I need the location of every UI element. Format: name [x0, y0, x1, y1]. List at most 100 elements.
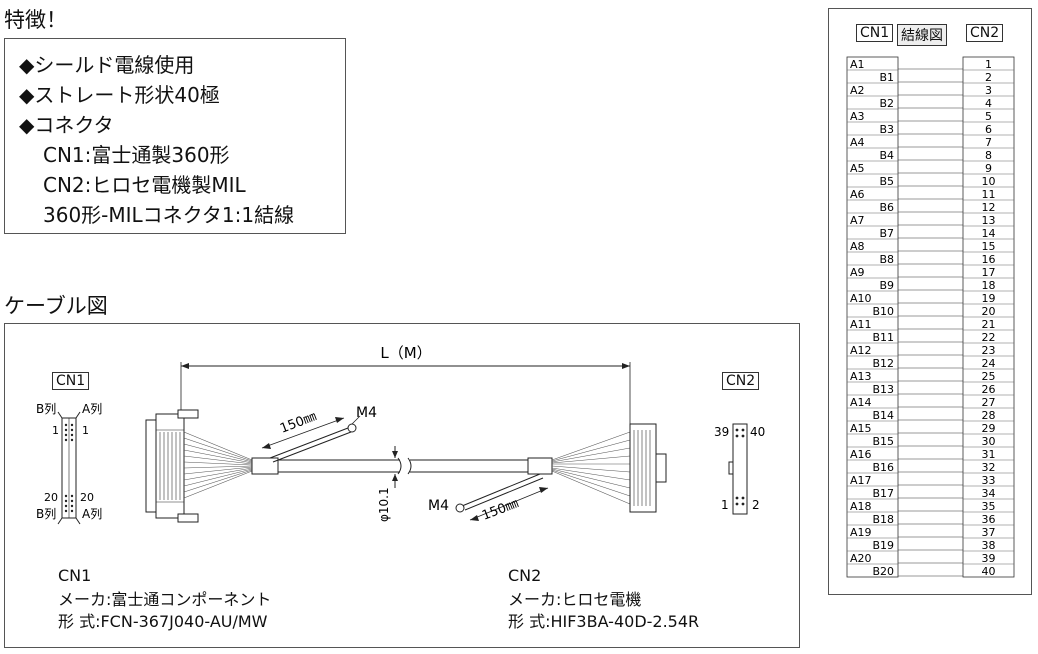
cn2-pin-label: 18 — [982, 279, 996, 292]
cn2-pin-label: 16 — [982, 253, 996, 266]
cn1-b-row-label-bottom: B列 — [36, 507, 56, 521]
length-dimension — [180, 362, 631, 425]
cn2-pin-label: 1 — [721, 498, 729, 512]
cn1-b-row-label-top: B列 — [36, 402, 56, 416]
cn1-pin-label: B11 — [872, 331, 894, 344]
cn2-pin-label: 14 — [982, 227, 996, 240]
cn2-pin-label: 24 — [982, 357, 996, 370]
feature-line: ◆シールド電線使用 — [19, 53, 195, 77]
cn1-pin-label: A11 — [850, 318, 872, 331]
cn2-pin-label: 9 — [985, 162, 992, 175]
cn2-pin-label: 29 — [982, 422, 996, 435]
cn1-pin-label: B20 — [872, 565, 894, 578]
cn1-model: 形 式:FCN-367J040-AU/MW — [58, 612, 268, 631]
feature-line: 360形-MILコネクタ1:1結線 — [43, 203, 295, 227]
cn1-pin-label: B13 — [872, 383, 894, 396]
cn1-pin-label: A3 — [850, 110, 865, 123]
cn2-pin-label: 34 — [982, 487, 996, 500]
cn2-info-title: CN2 — [508, 566, 542, 585]
cn1-wire-fan — [183, 431, 253, 499]
cn1-pin-label: B8 — [879, 253, 894, 266]
feature-line: CN2:ヒロセ電機製MIL — [43, 173, 246, 197]
cn1-a-row-label-top: A列 — [82, 402, 102, 416]
cn1-pin-label: 20 — [80, 491, 94, 504]
cn1-pin-label: A8 — [850, 240, 865, 253]
cn1-pin-label: B10 — [872, 305, 894, 318]
cn2-pin-label: 12 — [982, 201, 996, 214]
cn1-pin-label: B3 — [879, 123, 894, 136]
cn1-pin-label: B7 — [879, 227, 894, 240]
cn2-pin-label: 38 — [982, 539, 996, 552]
cn2-pin-label: 32 — [982, 461, 996, 474]
diameter-marker — [392, 446, 398, 488]
cn2-pin-label: 10 — [982, 175, 996, 188]
wiring-diagram-box — [828, 8, 1032, 595]
cn1-pin-label: A13 — [850, 370, 872, 383]
cn2-pin-label: 6 — [985, 123, 992, 136]
cn1-pin-label: A14 — [850, 396, 872, 409]
cn2-pin-label: 33 — [982, 474, 996, 487]
feature-line: CN1:富士通製360形 — [43, 143, 230, 167]
cn1-pin-label: A9 — [850, 266, 865, 279]
cn2-pin-label: 27 — [982, 396, 996, 409]
cn2-pin-label: 21 — [982, 318, 996, 331]
cn1-pin-label: B5 — [879, 175, 894, 188]
cn2-pin-label: 2 — [752, 498, 760, 512]
cn1-a-row-label-bottom: A列 — [82, 507, 102, 521]
cn2-m4-label: M4 — [428, 498, 449, 514]
cn2-pin-label: 13 — [982, 214, 996, 227]
cn1-maker: メーカ:富士通コンポーネント — [58, 590, 272, 609]
cn2-maker: メーカ:ヒロセ電機 — [508, 590, 642, 609]
wiring-header-cn1: CN1 — [856, 24, 894, 42]
cable-body — [251, 457, 553, 475]
cn1-ground-wire — [261, 415, 361, 463]
cn2-pin-label: 11 — [982, 188, 996, 201]
cn1-pin-label: B15 — [872, 435, 894, 448]
cn2-pin-label: 19 — [982, 292, 996, 305]
feature-line: ◆コネクタ — [19, 113, 114, 137]
cn1-connector — [145, 409, 199, 523]
cn2-pin-label: 2 — [985, 71, 992, 84]
cn1-pin-label: A10 — [850, 292, 872, 305]
cn1-pin-label: A6 — [850, 188, 865, 201]
cn1-pin-label: 1 — [52, 424, 59, 437]
wiring-header-title: 結線図 — [897, 24, 947, 46]
cn1-pin-label: 1 — [82, 424, 89, 437]
cn1-pin-label: B18 — [872, 513, 894, 526]
cn2-pin-label: 20 — [982, 305, 996, 318]
cn2-model: 形 式:HIF3BA-40D-2.54R — [508, 612, 700, 631]
cn2-pin-label: 25 — [982, 370, 996, 383]
wiring-header-cn2: CN2 — [966, 24, 1004, 42]
cn1-pin-label: B12 — [872, 357, 894, 370]
cn2-wire-fan — [551, 431, 631, 505]
cn2-pin-label: 4 — [985, 97, 992, 110]
cn2-pin-label: 8 — [985, 149, 992, 162]
cn2-pin-label: 1 — [985, 58, 992, 71]
cn1-pin-label: A12 — [850, 344, 872, 357]
cn2-pin-label: 39 — [714, 425, 729, 439]
cn1-pin-label: A15 — [850, 422, 872, 435]
cn1-pin-label: A5 — [850, 162, 865, 175]
cn2-pin-label: 23 — [982, 344, 996, 357]
cn1-pin-label: A7 — [850, 214, 865, 227]
cn1-m4-label: M4 — [356, 405, 377, 421]
cn2-pin-label: 31 — [982, 448, 996, 461]
cn2-pin-label: 17 — [982, 266, 996, 279]
cn2-pin-label: 39 — [982, 552, 996, 565]
cn2-pin-label: 30 — [982, 435, 996, 448]
cn2-tag: CN2 — [722, 372, 760, 390]
cn1-pin-label: A20 — [850, 552, 872, 565]
cn1-pin-label: B17 — [872, 487, 894, 500]
features-box: ◆シールド電線使用 ◆ストレート形状40極 ◆コネクタ CN1:富士通製360形… — [4, 38, 346, 234]
cn1-pin-label: 20 — [44, 491, 58, 504]
cn1-pin-label: A17 — [850, 474, 872, 487]
cn1-pin-label: B19 — [872, 539, 894, 552]
diameter-label: φ10.1 — [377, 487, 391, 522]
cable-diagram-box — [4, 323, 800, 648]
cn1-pin-label: A18 — [850, 500, 872, 513]
cn2-pin-label: 5 — [985, 110, 992, 123]
cn1-pin-label: A2 — [850, 84, 865, 97]
cn1-info-title: CN1 — [58, 566, 92, 585]
